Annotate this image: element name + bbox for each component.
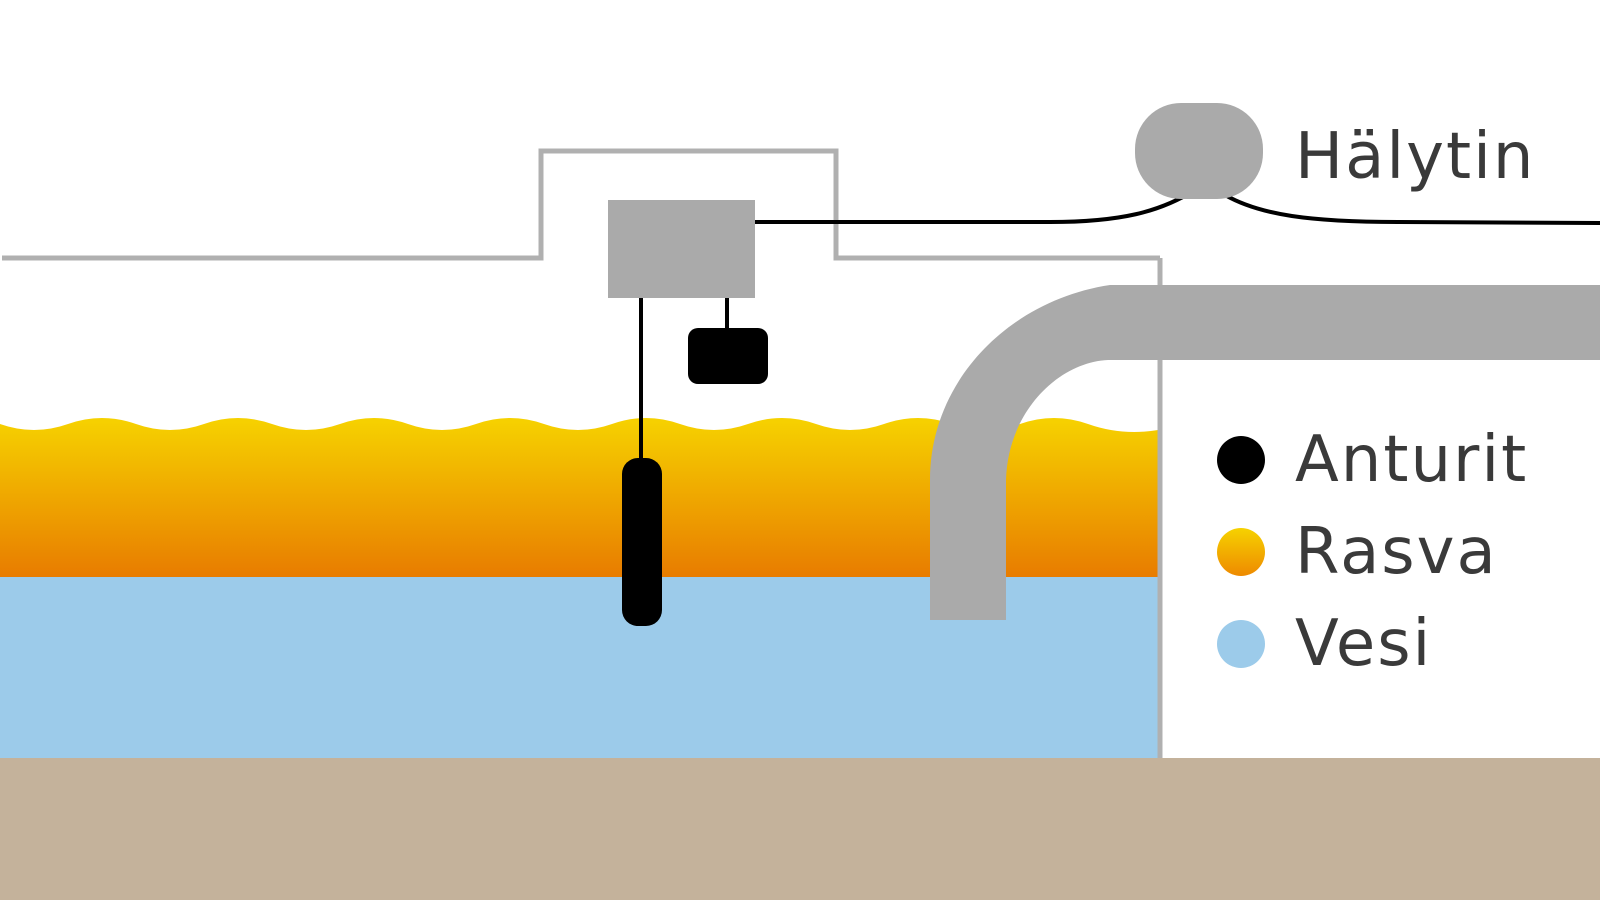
- grease-layer: [0, 418, 1158, 577]
- tank-lid-outline: [2, 148, 1160, 261]
- ground: [0, 758, 1600, 900]
- alarm-unit: [1135, 103, 1263, 199]
- legend-label-sensors: Anturit: [1295, 423, 1528, 497]
- alarm-label: Hälytin: [1295, 120, 1535, 194]
- legend-dot-grease: [1217, 528, 1265, 576]
- legend: Anturit Rasva Vesi: [1217, 423, 1528, 681]
- alarm-cable: [755, 188, 1197, 224]
- legend-label-grease: Rasva: [1295, 515, 1498, 589]
- alarm-cable-out: [1224, 193, 1600, 225]
- grease-water-sensor: [622, 458, 662, 626]
- air-sensor: [688, 328, 768, 384]
- control-unit: [608, 200, 755, 298]
- outlet-pipe: [930, 285, 1600, 620]
- legend-dot-water: [1217, 620, 1265, 668]
- legend-dot-sensors: [1217, 436, 1265, 484]
- legend-label-water: Vesi: [1295, 607, 1432, 681]
